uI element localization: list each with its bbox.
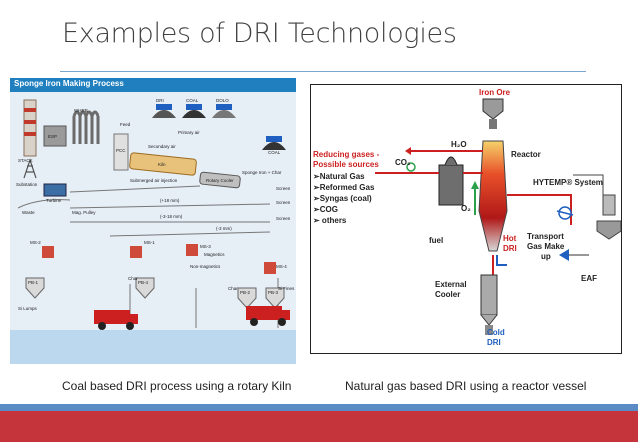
label-secondary-air: Secondary air: [148, 144, 176, 149]
source-reformed-gas: ➢Reformed Gas: [313, 183, 375, 192]
caption-left: Coal based DRI process using a rotary Ki…: [62, 379, 292, 393]
label-waste: Waste: [22, 210, 35, 215]
pcc-unit: [113, 133, 129, 171]
label-reactor: Reactor: [511, 150, 541, 159]
label-ms4: MS-4: [276, 264, 287, 269]
label-ms1: MS-1: [144, 240, 155, 245]
rotary-kiln: [129, 152, 197, 176]
rotary-kiln-diagram: Sponge Iron Making Process: [10, 78, 296, 364]
kiln-process-drawing: DRI COAL DOLO WHRB ESP STACK Turbine Sub…: [16, 98, 295, 330]
label-rotary-cooler: Rotary Cooler: [206, 178, 234, 183]
substation-tower: [23, 158, 37, 179]
pile-label-dolo: DOLO: [216, 98, 229, 103]
label-kiln: Kiln: [158, 162, 166, 167]
pile-label-coal: COAL: [186, 98, 199, 103]
label-18mm: (+18 mm): [160, 198, 180, 203]
diagram-header-band: [10, 78, 296, 92]
label-transport: Transport: [527, 232, 564, 241]
label-hot-dri: DRI: [503, 244, 517, 253]
label-pb1: PB-1: [28, 280, 39, 285]
source-cog: ➢COG: [313, 205, 338, 214]
label-screen-2: Screen: [276, 200, 291, 205]
rotary-cooler: [199, 171, 241, 189]
label-magnetics: Magnetics: [204, 252, 225, 257]
label-co2: CO₂: [395, 158, 411, 167]
pile-label-dri: DRI: [156, 98, 164, 103]
turbine: [43, 183, 67, 197]
slide-title: Examples of DRI Technologies: [62, 18, 457, 49]
source-natural-gas: ➢Natural Gas: [313, 172, 365, 181]
label-3mm: (-3 mm): [216, 226, 232, 231]
label-substation: Substation: [16, 182, 38, 187]
label-screen-1: Screen: [276, 186, 291, 191]
label-iron-ore: Iron Ore: [479, 88, 511, 97]
label-turbine: Turbine: [46, 198, 62, 203]
iron-ore-hopper: [482, 98, 504, 120]
material-piles: [152, 104, 236, 118]
label-whrb: WHRB: [74, 108, 88, 113]
reactor-drawing: Iron Ore Reactor H₂O CO₂ O₂ fuel Reducin…: [313, 88, 621, 347]
label-up: up: [541, 252, 551, 261]
whrb-boiler: [72, 110, 100, 144]
label-non-magnetics: Non-magnetics: [190, 264, 221, 269]
label-cooler: Cooler: [435, 290, 460, 299]
footer-stripe-blue: [0, 404, 638, 411]
label-eaf: EAF: [581, 274, 597, 283]
diagram-header: Sponge Iron Making Process: [14, 79, 124, 88]
reactor-vessel-diagram: Iron Ore Reactor H₂O CO₂ O₂ fuel Reducin…: [310, 84, 622, 354]
label-h2o: H₂O: [451, 140, 467, 149]
label-stack: STACK: [18, 158, 33, 163]
esp-unit: [43, 125, 67, 147]
diagram-ground-band: [10, 330, 296, 364]
label-submerged-air: Submerged air injection: [130, 178, 178, 183]
label-cold: Cold: [487, 328, 505, 337]
label-possible-sources: Possible sources: [313, 160, 379, 169]
source-others: ➢ others: [313, 216, 347, 225]
gas-heater: [438, 164, 464, 206]
label-cold-dri: DRI: [487, 338, 501, 347]
label-pb4: PB-4: [138, 280, 149, 285]
dump-trucks: [94, 306, 290, 330]
conveyor-lines: [17, 185, 279, 328]
label-pb3: PB-3: [268, 290, 279, 295]
source-syngas: ➢Syngas (coal): [313, 194, 372, 203]
label-esp: ESP: [48, 134, 57, 139]
label-gas-make: Gas Make: [527, 242, 565, 251]
label-external: External: [435, 280, 467, 289]
label-coal-right: COAL: [268, 150, 281, 155]
label-pcc: PCC: [116, 148, 126, 153]
label-char-1: Char: [128, 276, 138, 281]
reactor-shaft: [478, 140, 508, 252]
label-primary-air: Primary air: [178, 130, 200, 135]
label-o2: O₂: [461, 204, 471, 213]
label-char-2: Char: [228, 286, 238, 291]
label-sponge-iron-char: Sponge Iron + Char: [242, 170, 282, 175]
label-pb2: PB-2: [240, 290, 251, 295]
label-3-18mm: (-3-18 mm): [160, 214, 183, 219]
label-fuel: fuel: [429, 236, 443, 245]
label-ms2: MS-2: [30, 240, 41, 245]
label-si-lumps: Si Lumps: [18, 306, 38, 311]
caption-right: Natural gas based DRI using a reactor ve…: [345, 379, 587, 393]
label-ms3: MS-3: [200, 244, 211, 249]
label-reducing-title: Reducing gases -: [313, 150, 380, 159]
product-bins: [25, 277, 285, 309]
label-screen-3: Screen: [276, 216, 291, 221]
eaf-vessel: [596, 220, 621, 240]
footer-stripe-red: [0, 411, 638, 442]
stack-chimney: [23, 99, 37, 157]
magnetic-separators: [42, 244, 276, 274]
title-divider: [60, 71, 586, 72]
external-cooler: [480, 274, 498, 316]
label-hytemp: HYTEMP® System: [533, 178, 603, 187]
label-mag-pulley: Mag. Pulley: [72, 210, 96, 215]
label-si-fines: Si Fines: [278, 286, 295, 291]
label-hot: Hot: [503, 234, 517, 243]
label-feed: Feed: [120, 122, 131, 127]
